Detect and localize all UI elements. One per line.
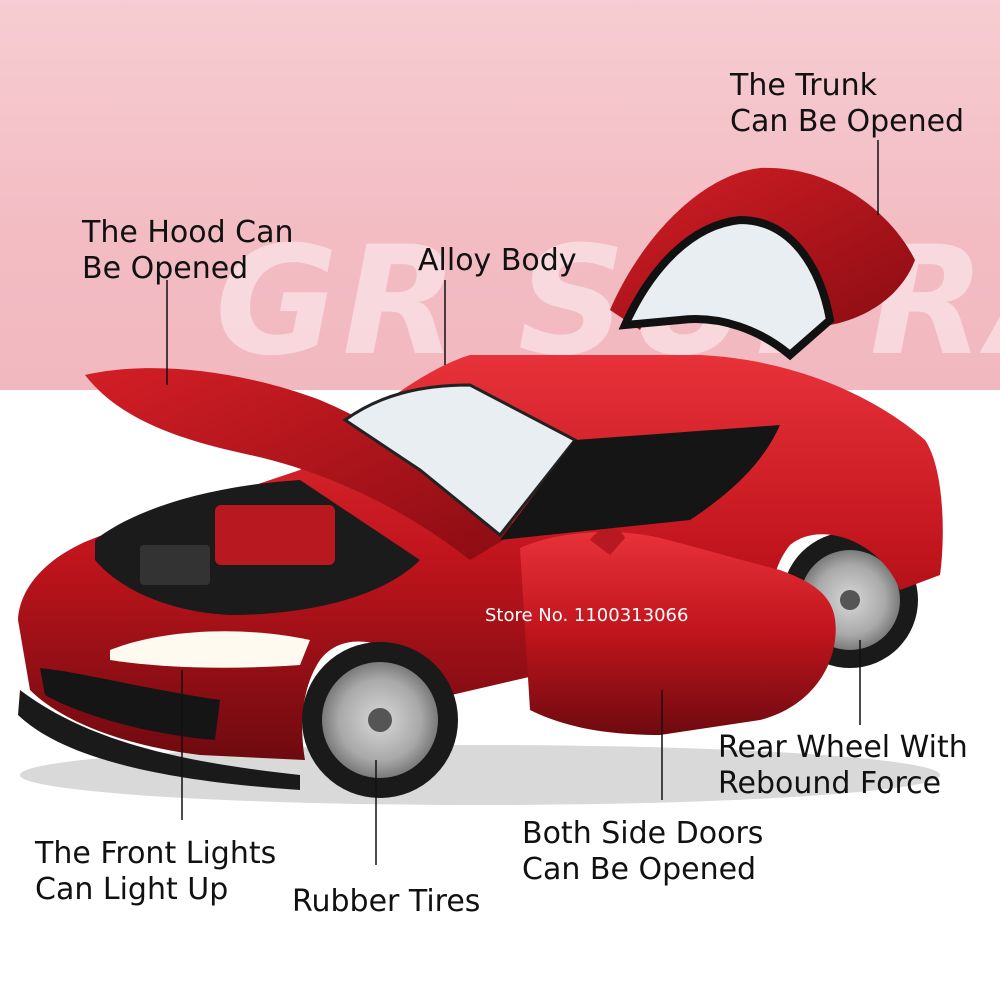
- open-door: [520, 532, 836, 735]
- headlight: [110, 631, 310, 668]
- callout-rear-wheel-line1: Rear Wheel With: [718, 730, 968, 765]
- callout-trunk-line1: The Trunk: [730, 68, 877, 103]
- callout-front-lights-line2: Can Light Up: [35, 872, 229, 907]
- store-number-label: Store No. 1100313066: [485, 605, 689, 626]
- callout-rear-wheel: Rear Wheel With Rebound Force: [718, 730, 968, 802]
- front-wheel: [302, 642, 458, 798]
- front-splitter: [18, 690, 300, 790]
- callout-front-lights-line1: The Front Lights: [35, 836, 277, 871]
- callout-doors-line2: Can Be Opened: [522, 852, 757, 887]
- cabin-interior: [500, 425, 780, 540]
- callout-tires: Rubber Tires: [292, 884, 480, 920]
- callout-hood: The Hood Can Be Opened: [82, 215, 294, 287]
- trunk-window: [618, 215, 835, 361]
- front-grille: [40, 668, 220, 740]
- door-mirror: [590, 528, 625, 555]
- callout-alloy-line1: Alloy Body: [418, 243, 577, 278]
- callout-doors-line1: Both Side Doors: [522, 816, 764, 851]
- engine-cover: [215, 505, 335, 565]
- callout-rear-wheel-line2: Rebound Force: [718, 766, 942, 801]
- car-shadow: [20, 745, 940, 805]
- callout-hood-line2: Be Opened: [82, 251, 249, 286]
- callout-alloy: Alloy Body: [418, 243, 577, 279]
- callout-hood-line1: The Hood Can: [82, 215, 294, 250]
- callout-trunk-line2: Can Be Opened: [730, 104, 965, 139]
- callout-front-lights: The Front Lights Can Light Up: [35, 836, 276, 908]
- callout-tires-line1: Rubber Tires: [292, 884, 481, 919]
- open-hood: [85, 368, 520, 560]
- callout-doors: Both Side Doors Can Be Opened: [522, 816, 763, 888]
- engine-parts: [140, 545, 210, 585]
- callout-trunk: The Trunk Can Be Opened: [730, 68, 964, 140]
